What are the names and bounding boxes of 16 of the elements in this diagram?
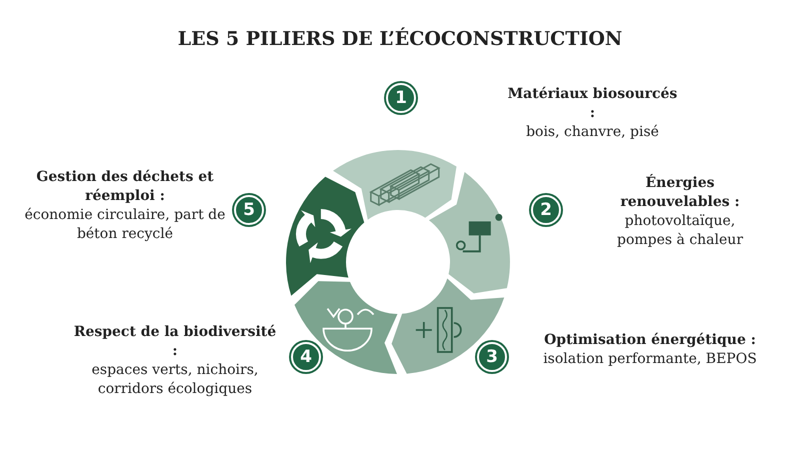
pillar-heading: Gestion des déchets et réemploi : [35,168,215,206]
pillar-description: photovoltaïque, pompes à chaleur [616,212,744,250]
number-badge: 4 [291,342,321,372]
pillar-description: isolation performante, BEPOS [543,350,757,369]
pillar-description: économie circulaire, part de béton recyclé [24,206,226,244]
pillar-heading: Matériaux biosourcés : [506,85,678,123]
number-badge: 1 [386,83,416,113]
pillar-heading: Optimisation énergétique : [544,331,756,350]
pillar-description: espaces verts, nichoirs, corridors écologiques [90,361,260,399]
pillar-description: bois, chanvre, pisé [526,123,659,142]
pillar-heading: Énergies renouvelables : [619,174,741,212]
number-badge: 3 [477,342,507,372]
number-badge: 5 [234,195,264,225]
number-badge: 2 [531,195,561,225]
pillar-heading: Respect de la biodiversité : [72,323,278,361]
title: LES 5 PILIERS DE L’ÉCOCONSTRUCTION [178,28,622,50]
